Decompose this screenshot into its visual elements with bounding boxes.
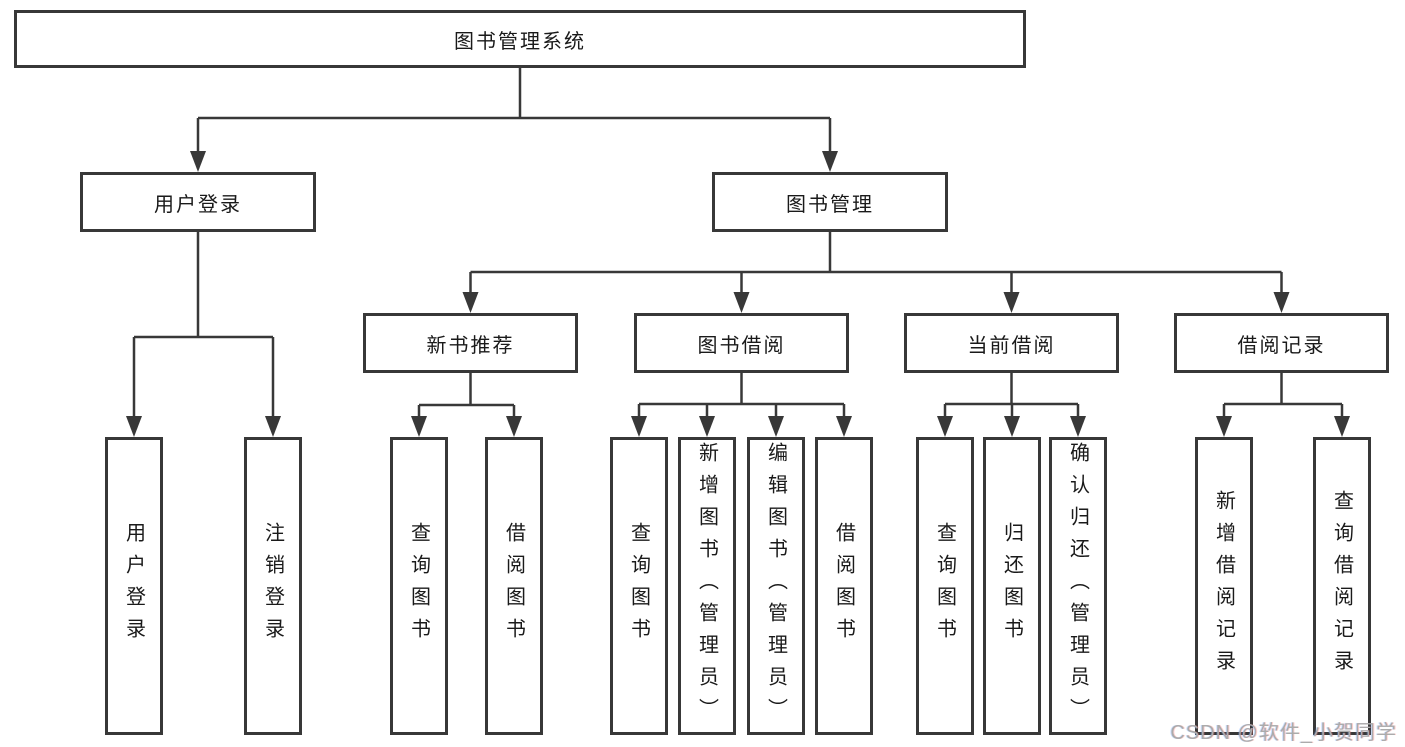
- leaf-logout-label: 注销登录: [261, 522, 284, 650]
- leaf-current-return-label: 归还图书: [1000, 522, 1023, 650]
- arrowhead-group: [126, 151, 1350, 437]
- leaf-current-confirm-admin-label: 确认归还（管理员）: [1066, 442, 1089, 730]
- leaf-borrow-borrow: 借阅图书: [815, 437, 873, 735]
- node-new-book-recommend-label: 新书推荐: [426, 334, 515, 357]
- node-current-borrow-label: 当前借阅: [967, 334, 1056, 357]
- leaf-current-query: 查询图书: [916, 437, 974, 735]
- leaf-borrow-borrow-label: 借阅图书: [832, 522, 855, 650]
- leaf-borrow-query-label: 查询图书: [627, 522, 650, 650]
- watermark: CSDN @软件_小贺同学: [1170, 722, 1397, 744]
- root-node: 图书管理系统: [14, 10, 1026, 68]
- leaf-newbooks-query: 查询图书: [390, 437, 448, 735]
- leaf-records-add-label: 新增借阅记录: [1212, 490, 1235, 682]
- leaf-newbooks-query-label: 查询图书: [407, 522, 430, 650]
- node-book-management-label: 图书管理: [786, 193, 874, 216]
- node-book-borrow: 图书借阅: [634, 313, 849, 373]
- leaf-borrow-add-admin: 新增图书（管理员）: [678, 437, 736, 735]
- leaf-borrow-add-admin-label: 新增图书（管理员）: [695, 442, 718, 730]
- node-new-book-recommend: 新书推荐: [363, 313, 578, 373]
- leaf-user-login-label: 用户登录: [122, 522, 145, 650]
- node-current-borrow: 当前借阅: [904, 313, 1119, 373]
- node-borrow-records: 借阅记录: [1174, 313, 1389, 373]
- node-book-management: 图书管理: [712, 172, 948, 232]
- leaf-records-add: 新增借阅记录: [1195, 437, 1253, 735]
- leaf-newbooks-borrow-label: 借阅图书: [502, 522, 525, 650]
- leaf-current-return: 归还图书: [983, 437, 1041, 735]
- node-user-login-label: 用户登录: [154, 193, 242, 216]
- node-user-login: 用户登录: [80, 172, 316, 232]
- leaf-logout: 注销登录: [244, 437, 302, 735]
- root-node-label: 图书管理系统: [454, 30, 586, 53]
- node-book-borrow-label: 图书借阅: [697, 334, 786, 357]
- leaf-borrow-edit-admin-label: 编辑图书（管理员）: [764, 442, 787, 730]
- leaf-current-confirm-admin: 确认归还（管理员）: [1049, 437, 1107, 735]
- leaf-records-query-label: 查询借阅记录: [1330, 490, 1353, 682]
- leaf-borrow-edit-admin: 编辑图书（管理员）: [747, 437, 805, 735]
- leaf-current-query-label: 查询图书: [933, 522, 956, 650]
- leaf-newbooks-borrow: 借阅图书: [485, 437, 543, 735]
- leaf-records-query: 查询借阅记录: [1313, 437, 1371, 735]
- leaf-borrow-query: 查询图书: [610, 437, 668, 735]
- leaf-user-login: 用户登录: [105, 437, 163, 735]
- node-borrow-records-label: 借阅记录: [1237, 334, 1326, 357]
